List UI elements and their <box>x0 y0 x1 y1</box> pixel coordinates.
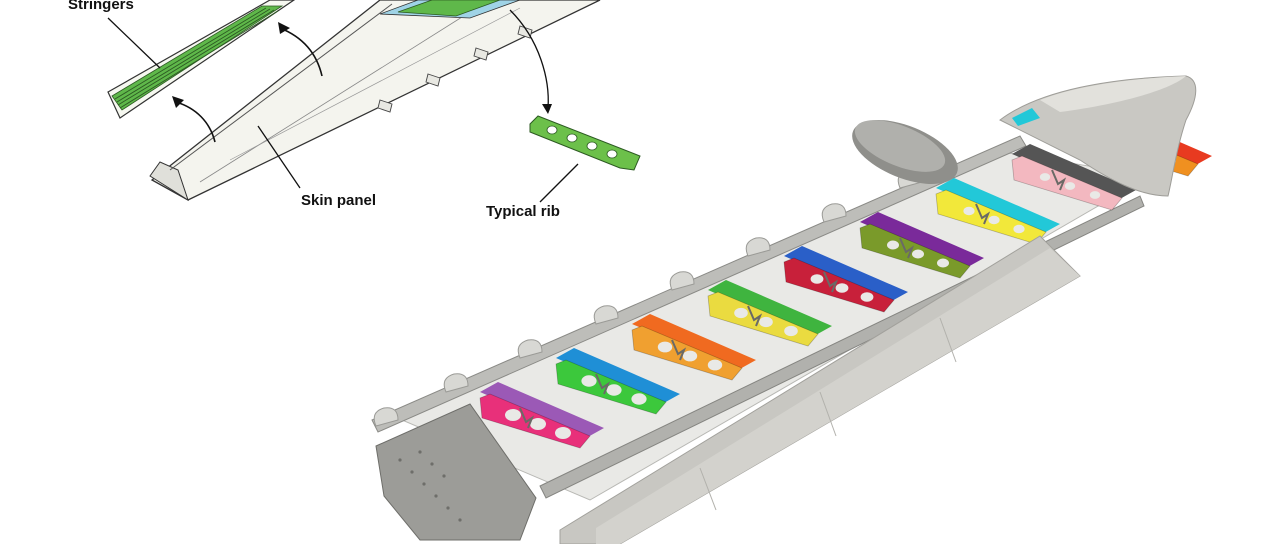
rib-1-hole-3 <box>555 427 571 439</box>
rib-6 <box>859 212 984 279</box>
label-stringers: Stringers <box>68 0 134 13</box>
label-typical-rib: Typical rib <box>486 203 560 220</box>
rib-1 <box>479 382 604 449</box>
rib-3-fitting <box>671 339 687 361</box>
stringer-panel <box>107 0 296 119</box>
leader-lines <box>107 9 579 203</box>
rib-2-fitting <box>595 373 611 395</box>
rib-1-cap <box>480 382 604 438</box>
rib-6-hole-1 <box>887 240 899 250</box>
skin-panel-body <box>149 0 601 202</box>
rib-6-fitting <box>899 237 915 259</box>
rib-2-hole-3 <box>631 393 647 405</box>
wing-box-render <box>371 75 1212 544</box>
rib-3-hole-1 <box>657 341 673 353</box>
rib-8-hole-2 <box>1064 182 1076 190</box>
rib-4 <box>707 280 832 347</box>
rib-3-cap <box>632 314 756 370</box>
rib-7-hole-2 <box>988 215 1000 225</box>
rib-7-cap <box>936 178 1060 234</box>
rib-3 <box>631 314 756 381</box>
rib-1-hole-2 <box>530 418 546 430</box>
rib-7-hole-3 <box>1013 224 1025 234</box>
rib-4-cap <box>708 280 832 336</box>
flap-track-pod <box>852 120 958 184</box>
rib-5-fitting <box>823 271 839 293</box>
rib-1-fitting <box>519 407 535 429</box>
rib-8-fitting <box>1051 169 1067 191</box>
rib-3-hole-3 <box>707 359 723 371</box>
rib-4-hole-3 <box>784 325 798 337</box>
rib-2-hole-2 <box>606 384 622 396</box>
rib-4-fitting <box>747 305 763 327</box>
rib-8 <box>1011 144 1136 211</box>
rib-7-fitting <box>975 203 991 225</box>
rib-1-hole-1 <box>505 409 521 421</box>
rib-4-hole-2 <box>759 316 773 328</box>
wing-tip-fairing <box>999 75 1197 197</box>
rib-6-hole-2 <box>912 249 924 259</box>
rib-7-hole-1 <box>963 206 975 216</box>
rib-8-cap <box>1012 144 1136 200</box>
front-spar <box>371 135 1027 433</box>
rib-2-hole-1 <box>581 375 597 387</box>
exploded-wing-sketch: Stringers Skin panel Typical rib <box>68 0 641 220</box>
typical-rib-part <box>529 115 641 171</box>
rib-8-hole-1 <box>1039 173 1051 181</box>
rib-8-hole-3 <box>1089 191 1101 199</box>
rib-5 <box>783 246 908 313</box>
rib-2-cap <box>556 348 680 404</box>
rib-2 <box>555 348 680 415</box>
root-end-frame <box>375 403 537 541</box>
rib-5-hole-3 <box>860 292 874 302</box>
rib-6-cap <box>860 212 984 268</box>
rib-3-hole-2 <box>682 350 698 362</box>
label-skin-panel: Skin panel <box>301 192 376 209</box>
rib-5-cap <box>784 246 908 302</box>
rib-5-hole-2 <box>835 283 849 293</box>
rib-5-hole-1 <box>810 274 824 284</box>
rib-4-hole-1 <box>734 307 748 319</box>
rib-6-hole-3 <box>937 258 949 268</box>
rib-7 <box>935 178 1060 245</box>
